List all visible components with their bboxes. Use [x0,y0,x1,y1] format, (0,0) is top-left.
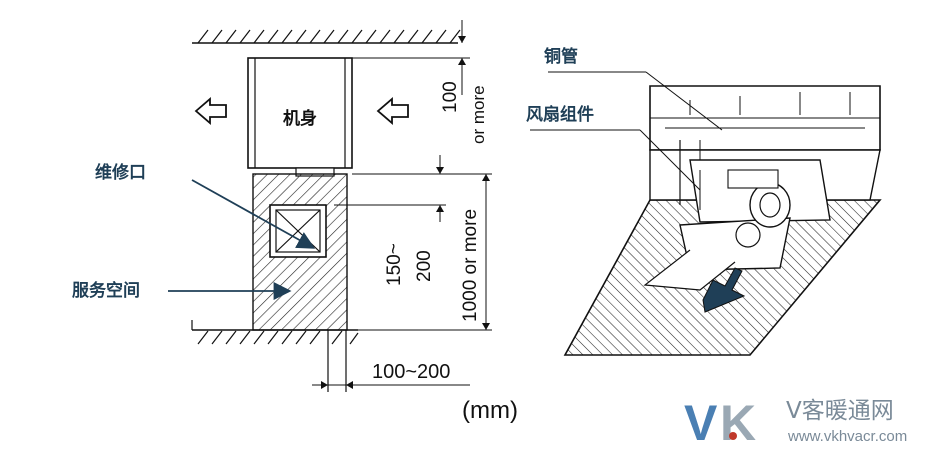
service-callout: 服务空间 [72,280,292,301]
service-space [252,173,348,331]
logo-dot [729,432,737,440]
airflow-arrow-left-icon [194,97,227,125]
dim-access-value2: 200 [414,250,435,282]
pull-out-arrow-icon [702,267,746,313]
right-diagram: 铜管 风扇组件 [526,46,882,356]
logo-v: V [684,395,718,451]
unit-body: 机身 [247,57,353,177]
access-opening [269,204,327,258]
dimension-top: 100 or more [352,20,488,144]
airflow-arrow-right-icon [376,97,409,125]
dim-bottom: 100~200 [372,361,450,383]
fan-module [643,159,831,291]
dim-service: 1000 or more [460,209,481,322]
copper-callout: 铜管 [544,46,723,131]
dim-access-value: 150~ [384,243,405,286]
dimension-bottom: 100~200 [312,361,470,389]
watermark: V K V客暖通网 www.vkhvacr.com [684,395,907,451]
dimension-access: 150~ 200 [334,155,446,286]
dimension-service: 1000 or more [358,173,492,331]
units-label: (mm) [462,397,518,424]
unit-label: 机身 [283,108,317,129]
ceiling-block [649,85,881,151]
brand-name: V客暖通网 [786,398,894,424]
copper-label: 铜管 [544,46,578,67]
access-callout: 维修口 [95,162,316,249]
logo-k: K [720,395,756,451]
dim-top-value: 100 [440,81,461,113]
vk-logo: V K [684,395,756,451]
ceiling-line [192,29,461,44]
left-diagram: 机身 [72,20,518,424]
fan-label: 风扇组件 [526,104,594,125]
service-label: 服务空间 [72,280,140,301]
brand-url: www.vkhvacr.com [787,428,907,445]
dim-top-suffix: or more [469,85,488,144]
access-label: 维修口 [95,162,146,183]
fan-callout: 风扇组件 [526,104,701,191]
floor-line [191,320,359,392]
